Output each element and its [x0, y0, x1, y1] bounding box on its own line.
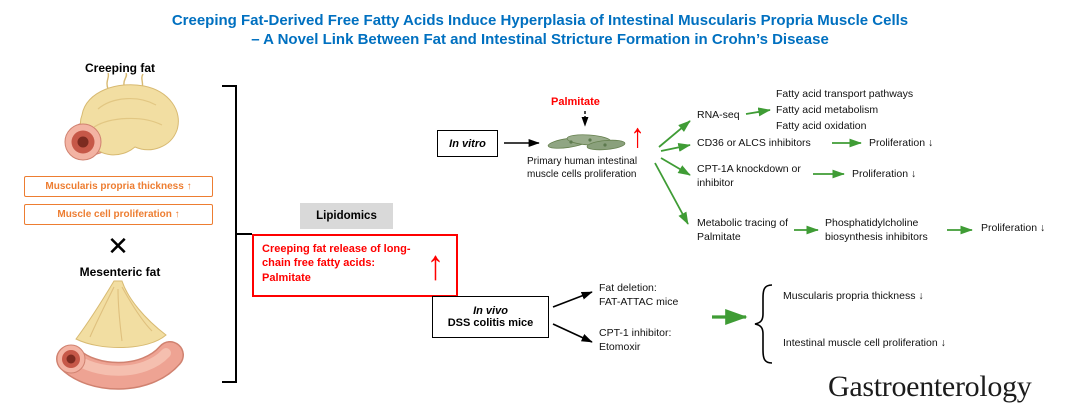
creeping-fat-illustration	[64, 73, 179, 161]
palmitate-stimulus-label: Palmitate	[551, 96, 600, 108]
rna-seq-result-item: Fatty acid metabolism	[776, 104, 879, 116]
rna-seq-result-item: Fatty acid transport pathways	[776, 88, 914, 100]
outcome-muscle-proliferation: Intestinal muscle cell proliferation ↓	[783, 337, 946, 349]
figure-title-line1: Creeping Fat-Derived Free Fatty Acids In…	[171, 12, 909, 29]
in-vitro-label: In vitro	[449, 137, 486, 150]
in-vivo-outcomes-brace	[754, 284, 773, 364]
intestine-lumen-rings	[64, 123, 102, 161]
in-vivo-label: In vivo	[473, 305, 508, 317]
cpt1-inhibitor-arm-label: CPT-1 inhibitor: Etomoxir	[599, 327, 672, 353]
fat-deletion-arm-label: Fat deletion: FAT-ATTAC mice	[599, 282, 679, 308]
rna-seq-result-item: Fatty acid oxidation	[776, 120, 867, 132]
arrow-invivo-to-cpt1-inhibitor	[552, 323, 593, 343]
versus-cross-symbol: ✕	[107, 231, 129, 261]
arrow-rnaseq-to-results	[745, 107, 771, 117]
arrow-fan-to-rnaseq	[658, 120, 691, 148]
metabolic-tracing-label: Metabolic tracing of Palmitate	[697, 217, 789, 243]
finding-box-muscularis-thickness-label: Muscularis propria thickness ↑	[45, 181, 192, 192]
mesenteric-fat-label: Mesenteric fat	[79, 265, 161, 279]
journal-logo: Gastroenterology	[828, 370, 1032, 403]
lipidomics-result-text: Creeping fat release of long-chain free …	[262, 243, 411, 284]
creeping-fat-blob	[79, 84, 179, 156]
lipidomics-result-box: Creeping fat release of long-chain free …	[252, 234, 458, 297]
phosphatidylcholine-label: Phosphatidylcholine biosynthesis inhibit…	[825, 217, 928, 243]
finding-box-muscle-proliferation-label: Muscle cell proliferation ↑	[57, 209, 180, 220]
proliferation-result: Proliferation ↓	[869, 137, 934, 149]
finding-box-muscle-proliferation: Muscle cell proliferation ↑	[24, 204, 213, 225]
proliferation-result: Proliferation ↓	[852, 168, 917, 180]
arrow-fan-to-cd36	[660, 142, 691, 152]
cd36-inhibitors-label: CD36 or ALCS inhibitors	[697, 137, 811, 149]
muscle-cells-caption: Primary human intestinal muscle cells pr…	[527, 156, 638, 180]
arrow-fan-to-tracing	[654, 162, 689, 225]
outcome-muscularis-thickness: Muscularis propria thickness ↓	[783, 290, 924, 302]
finding-box-muscularis-thickness: Muscularis propria thickness ↑	[24, 176, 213, 197]
arrow-fan-to-cpt1a	[660, 157, 691, 176]
in-vivo-box: In vivo DSS colitis mice	[432, 296, 549, 338]
rna-seq-label: RNA-seq	[697, 109, 740, 121]
proliferation-result: Proliferation ↓	[981, 222, 1046, 234]
mesenteric-fat-fan	[75, 280, 167, 348]
rna-seq-results: Fatty acid transport pathways Fatty acid…	[776, 86, 913, 134]
muscle-cells-icon	[547, 134, 626, 151]
up-arrow-icon: ↑	[630, 117, 645, 155]
mesenteric-fat-illustration	[56, 280, 184, 390]
creeping-fat-label: Creeping fat	[84, 61, 155, 75]
lipidomics-label: Lipidomics	[316, 210, 377, 222]
up-arrow-icon: ↑	[426, 241, 445, 288]
lipidomics-method-box: Lipidomics	[300, 203, 393, 229]
arrow-invivo-to-fat-deletion	[552, 291, 593, 308]
figure-title-line2: – A Novel Link Between Fat and Intestina…	[251, 31, 829, 49]
cpt1a-knockdown-label: CPT-1A knockdown or inhibitor	[697, 163, 801, 189]
dss-colitis-mice-label: DSS colitis mice	[447, 317, 534, 329]
figure-title: Creeping Fat-Derived Free Fatty Acids In…	[0, 11, 1080, 49]
in-vitro-box: In vitro	[437, 130, 498, 157]
intestine-lumen-rings	[56, 344, 86, 374]
left-panel-bracket	[222, 85, 252, 383]
